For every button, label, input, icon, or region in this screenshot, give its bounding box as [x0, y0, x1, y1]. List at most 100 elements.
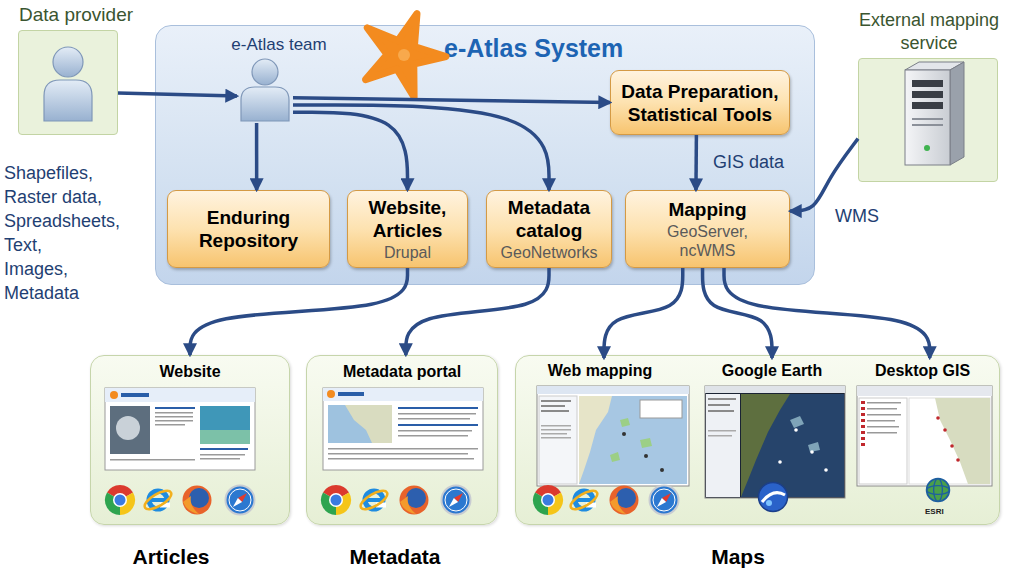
node-text: Drupal — [384, 243, 431, 262]
browser-icons — [358, 487, 390, 512]
website-screenshot — [110, 406, 150, 454]
google-earth-screenshot — [708, 398, 736, 400]
service-box: External mapping service — [858, 58, 998, 182]
metadata-screenshot — [328, 453, 468, 455]
web-map-screenshot — [539, 396, 577, 484]
desktop-gis-screenshot — [859, 398, 907, 484]
server-icon — [912, 124, 943, 126]
google-earth-screenshot — [790, 416, 820, 452]
node-text: Maps — [516, 545, 960, 569]
desktop-gis-screenshot — [867, 414, 901, 416]
google-earth-screenshot — [778, 460, 782, 464]
google-earth-screenshot — [741, 394, 790, 497]
desktop-gis-screenshot — [867, 402, 901, 404]
browser-icons — [105, 485, 679, 515]
node-text: Mapping — [668, 198, 746, 221]
team-actor: e-Atlas team — [237, 33, 293, 123]
website-screenshot — [110, 391, 118, 399]
flow-arrow — [293, 112, 408, 190]
web-map-screenshot — [622, 432, 626, 436]
website-screenshot — [121, 393, 149, 397]
annotation: Spreadsheets, — [4, 211, 120, 232]
web-map-screenshot — [541, 400, 571, 402]
node-text: Enduring Repository — [172, 206, 325, 252]
desktop-gis-screenshot — [861, 413, 865, 416]
desktop-gis-screenshot — [950, 444, 954, 448]
process-box: MappingGeoServer, ncWMS — [625, 190, 790, 268]
node-text: Metadata portal — [307, 363, 497, 381]
browser-icons — [183, 486, 212, 515]
desktop-gis-screenshot — [861, 419, 865, 422]
website-screenshot — [200, 430, 250, 444]
google-earth-screenshot — [705, 386, 845, 498]
website-screenshot — [110, 459, 195, 461]
web-map-screenshot — [541, 425, 571, 427]
desktop-gis-screenshot — [956, 458, 960, 462]
desktop-gis-screenshot — [861, 431, 865, 434]
process-box: Enduring Repository — [167, 190, 330, 268]
flow-arrow — [724, 268, 930, 358]
desktop-gis-screenshot — [935, 398, 990, 484]
web-map-screenshot — [541, 410, 569, 412]
starfish-logo — [366, 14, 447, 98]
browser-icons — [533, 485, 563, 515]
browser-icons — [568, 487, 600, 512]
desktop-gis-screenshot — [857, 386, 992, 486]
desktop-gis-screenshot — [867, 408, 897, 410]
web-map-screenshot — [579, 396, 612, 484]
system-boundary: e-Atlas Systeme-Atlas teamData Preparati… — [155, 25, 815, 285]
annotation: Raster data, — [4, 187, 102, 208]
flow-arrow — [406, 268, 549, 355]
desktop-gis-screenshot — [936, 416, 940, 420]
person-icon — [44, 80, 92, 121]
browser-icons — [400, 486, 429, 515]
person-icon — [53, 47, 83, 77]
person-icon — [241, 87, 289, 121]
server-icon — [912, 91, 943, 98]
desktop-gis-screenshot — [861, 437, 865, 440]
browser-icons — [610, 486, 639, 515]
metadata-screenshot — [323, 388, 483, 470]
desktop-gis-screenshot — [857, 386, 992, 396]
flow-arrow — [604, 268, 683, 358]
output-item: Desktop GIS — [850, 358, 995, 508]
google-earth-screenshot — [706, 394, 740, 497]
website-screenshot — [155, 420, 193, 422]
node-text: Metadata — [307, 545, 483, 569]
metadata-screenshot — [398, 418, 470, 420]
metadata-screenshot — [398, 407, 478, 409]
web-map-screenshot — [579, 396, 687, 484]
web-map-screenshot — [541, 429, 571, 431]
node-text: External mapping service — [845, 9, 1013, 55]
google-earth-screenshot — [708, 404, 730, 406]
flow-arrow — [694, 135, 698, 190]
website-screenshot — [105, 388, 255, 470]
website-screenshot — [116, 416, 140, 440]
desktop-gis-screenshot — [867, 426, 899, 428]
node-text: GeoNetworks — [501, 243, 598, 262]
node-text: Data provider — [19, 4, 133, 26]
web-map-screenshot — [660, 468, 664, 472]
server-icon — [905, 62, 964, 165]
metadata-screenshot — [338, 392, 364, 396]
output-item: Google Earth — [697, 358, 847, 508]
desktop-gis-screenshot — [861, 425, 865, 428]
annotation: Metadata — [4, 283, 79, 304]
website-screenshot — [200, 406, 250, 444]
node-text: Website, Articles — [352, 196, 463, 242]
person-icon — [241, 59, 289, 121]
server-icon — [912, 118, 943, 120]
metadata-screenshot — [398, 430, 472, 432]
flow-arrow — [118, 93, 237, 96]
node-text: GeoServer, ncWMS — [658, 222, 758, 260]
server-icon — [950, 62, 964, 165]
web-map-screenshot — [640, 400, 682, 418]
edge-label: WMS — [835, 206, 879, 227]
google-earth-screenshot — [705, 386, 845, 393]
node-text: Website — [91, 363, 289, 381]
process-box: Metadata catalogGeoNetworks — [486, 190, 612, 268]
output-item: Web mapping — [532, 358, 692, 508]
browser-icons — [142, 487, 174, 512]
provider-box: Data provider — [18, 30, 118, 135]
